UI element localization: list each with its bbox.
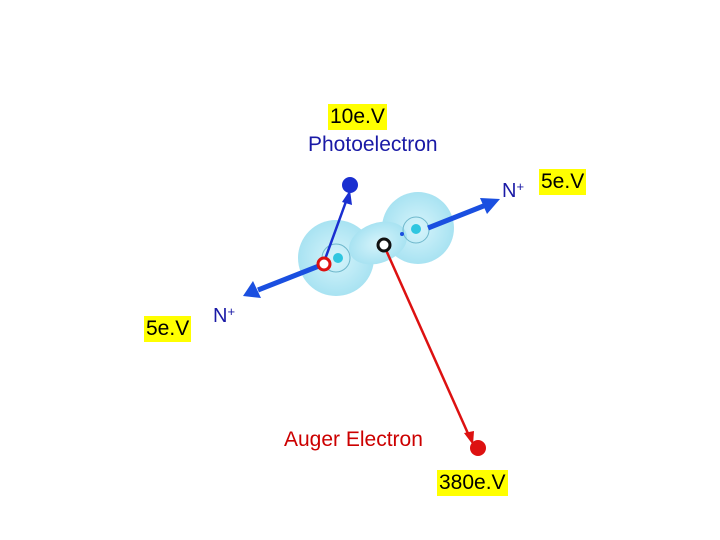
photoelectron-dot	[342, 177, 358, 193]
ion-right-energy-label: 5e.V	[539, 169, 587, 195]
photoelectron-label: Photoelectron	[308, 133, 438, 156]
photoelectron-energy-label: 10e.V	[328, 104, 387, 130]
molecule-cloud	[298, 192, 454, 296]
ion-right-label: N+	[502, 179, 525, 202]
ion-left-energy-label: 5e.V	[144, 316, 192, 342]
valence-hole-marker	[376, 237, 392, 253]
auger-trajectory	[384, 249, 486, 456]
ion-left-label: N+	[213, 304, 236, 327]
photoelectron-trajectory	[322, 177, 358, 263]
ion-arrow-right	[427, 198, 500, 231]
ion-arrow-left	[243, 261, 325, 298]
auger-energy-label: 380e.V	[437, 470, 508, 496]
auger-electron-dot	[470, 440, 486, 456]
auger-label: Auger Electron	[284, 428, 423, 451]
core-hole-marker	[316, 256, 332, 272]
